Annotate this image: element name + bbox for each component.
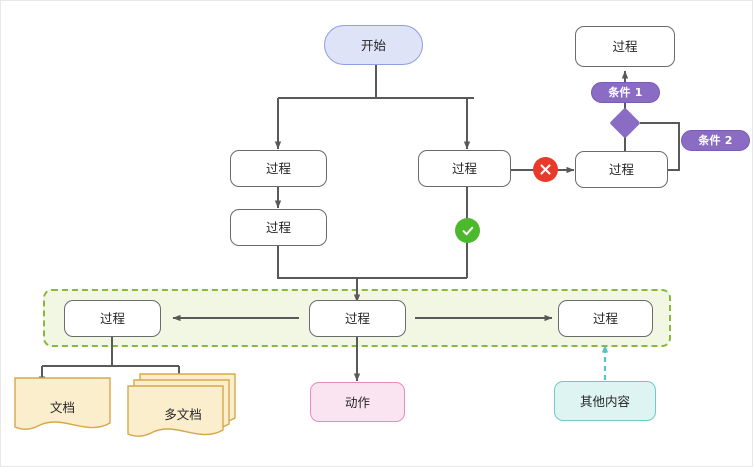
status-badge-success[interactable] bbox=[455, 218, 480, 243]
check-mark-icon bbox=[462, 226, 473, 235]
node-process-center-top[interactable]: 过程 bbox=[418, 150, 511, 187]
node-other-content-label: 其他内容 bbox=[579, 393, 630, 409]
multi-document-shape-icon bbox=[127, 373, 236, 437]
decision-diamond-icon[interactable] bbox=[609, 107, 641, 139]
node-start-label: 开始 bbox=[360, 37, 386, 53]
node-other-content[interactable]: 其他内容 bbox=[554, 381, 656, 421]
node-process-group-left[interactable]: 过程 bbox=[64, 300, 161, 337]
node-process-right-mid[interactable]: 过程 bbox=[575, 151, 668, 188]
node-document-multi-label: 多文档 bbox=[164, 407, 202, 422]
node-process-left-top[interactable]: 过程 bbox=[230, 150, 327, 187]
node-process-group-center[interactable]: 过程 bbox=[309, 300, 406, 337]
node-process-group-center-label: 过程 bbox=[344, 311, 370, 326]
node-process-center-top-label: 过程 bbox=[451, 161, 477, 176]
node-document-multi[interactable]: 多文档 bbox=[127, 373, 239, 437]
label-condition-2-text: 条件 2 bbox=[698, 133, 733, 147]
node-document-single[interactable]: 文档 bbox=[14, 377, 111, 433]
node-process-left-bottom-label: 过程 bbox=[265, 220, 291, 235]
node-process-left-top-label: 过程 bbox=[265, 161, 291, 176]
label-condition-1-text: 条件 1 bbox=[608, 85, 643, 99]
node-start[interactable]: 开始 bbox=[324, 25, 423, 65]
document-shape-icon bbox=[14, 377, 111, 430]
x-mark-icon bbox=[540, 164, 551, 175]
node-action-label: 动作 bbox=[344, 394, 370, 410]
node-process-group-right[interactable]: 过程 bbox=[558, 300, 653, 337]
node-document-single-label: 文档 bbox=[49, 400, 75, 415]
node-process-right-top[interactable]: 过程 bbox=[575, 26, 675, 67]
node-action[interactable]: 动作 bbox=[310, 382, 405, 422]
node-process-group-left-label: 过程 bbox=[99, 311, 125, 326]
node-process-left-bottom[interactable]: 过程 bbox=[230, 209, 327, 246]
node-process-group-right-label: 过程 bbox=[592, 311, 618, 326]
status-badge-error[interactable] bbox=[533, 157, 558, 182]
label-condition-2[interactable]: 条件 2 bbox=[681, 130, 750, 151]
node-process-right-top-label: 过程 bbox=[612, 39, 638, 54]
label-condition-1[interactable]: 条件 1 bbox=[591, 82, 660, 103]
node-process-right-mid-label: 过程 bbox=[608, 162, 634, 177]
